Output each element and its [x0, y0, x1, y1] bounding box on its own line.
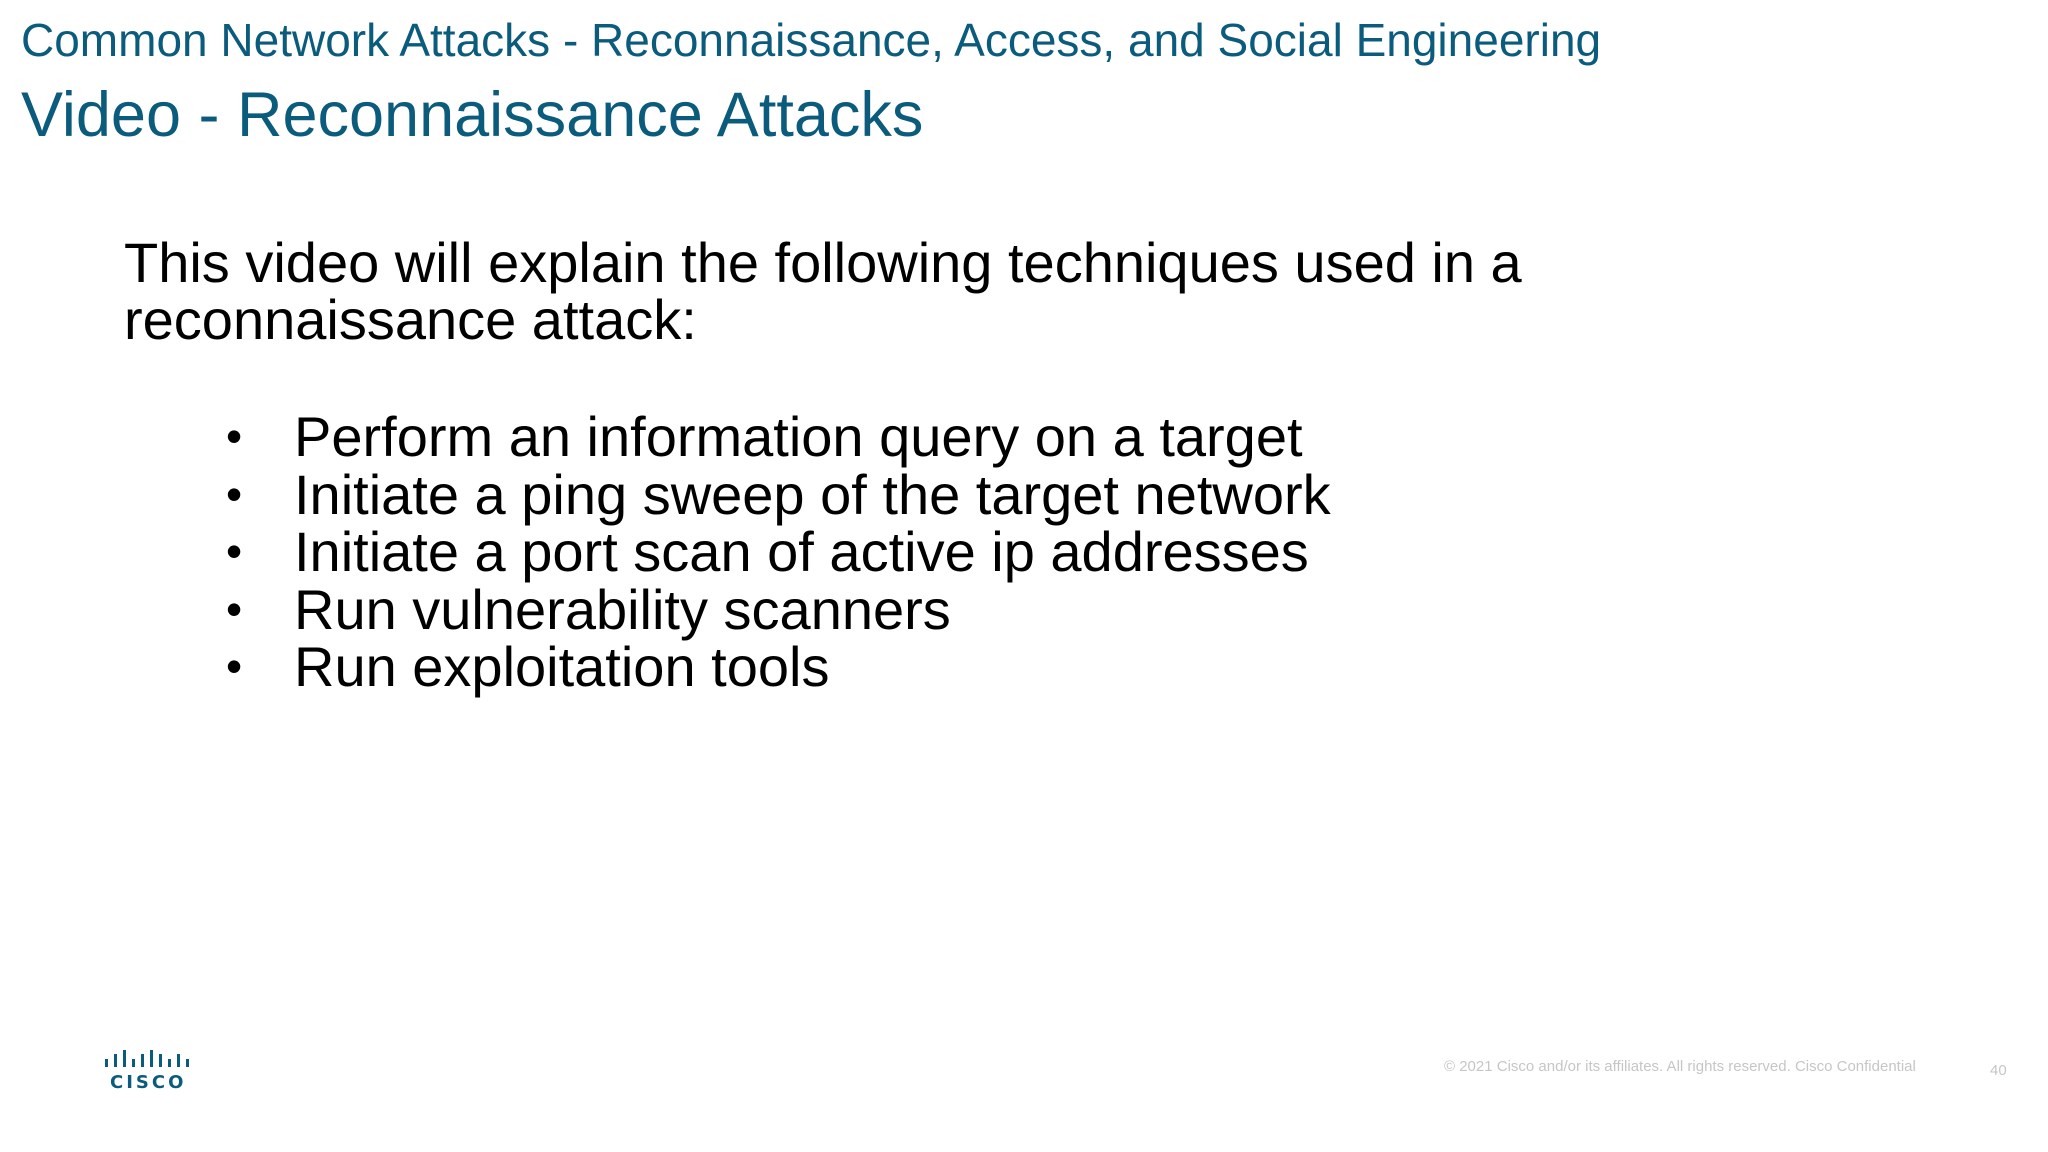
intro-text: This video will explain the following te… [124, 231, 1522, 351]
list-item: • Initiate a ping sweep of the target net… [226, 462, 1331, 526]
section-title: Common Network Attacks - Reconnaissance,… [21, 14, 1602, 66]
list-item-text: Initiate a ping sweep of the target netw… [294, 462, 1331, 526]
slide-title: Video - Reconnaissance Attacks [21, 80, 924, 150]
list-item: • Run vulnerability scanners [226, 577, 1331, 641]
bullet-icon: • [226, 410, 243, 462]
bullet-icon: • [226, 582, 243, 635]
cisco-bars-icon [105, 1050, 189, 1067]
list-item: • Perform an information query on a targe… [226, 408, 1331, 466]
page-number: 40 [1990, 1062, 2007, 1079]
list-item-text: Run vulnerability scanners [294, 577, 951, 641]
list-item-text: Initiate a port scan of active ip addres… [294, 520, 1309, 583]
bullet-icon: • [226, 467, 243, 520]
copyright-notice: © 2021 Cisco and/or its affiliates. All … [1444, 1058, 1916, 1075]
technique-list: • Perform an information query on a targe… [226, 408, 1331, 696]
list-item-text: Perform an information query on a target [294, 405, 1303, 468]
cisco-wordmark: CISCO [110, 1072, 187, 1093]
cisco-logo: CISCO [102, 1050, 192, 1096]
list-item: • Run exploitation tools [226, 638, 1331, 696]
list-item-text: Run exploitation tools [294, 635, 830, 698]
bullet-icon: • [226, 525, 243, 577]
bullet-icon: • [226, 640, 243, 692]
list-item: • Initiate a port scan of active ip addre… [226, 523, 1331, 581]
